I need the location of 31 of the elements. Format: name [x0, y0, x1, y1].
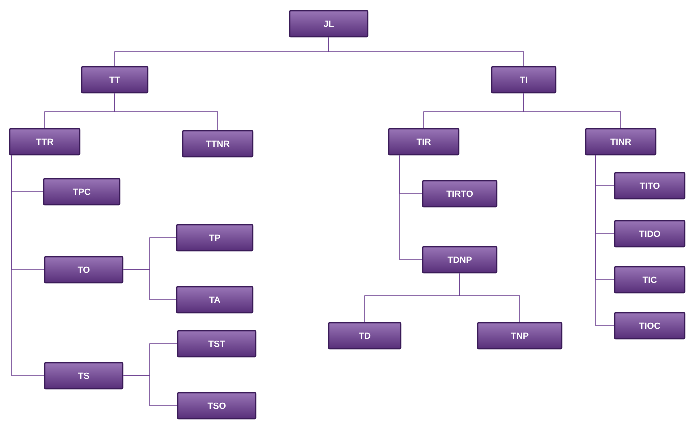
process-box: TT [81, 66, 149, 94]
process-box: TST [177, 330, 257, 358]
process-box: TIC [614, 266, 686, 294]
process-box: TDNP [422, 246, 498, 274]
connector-line [328, 37, 524, 67]
process-box: TIR [388, 128, 460, 156]
process-box: TTR [9, 128, 81, 156]
connector-line [114, 93, 218, 131]
process-box: TI [491, 66, 557, 94]
process-box: TIDO [614, 220, 686, 248]
process-box: TIRTO [422, 180, 498, 208]
connector-line [460, 273, 520, 323]
process-box: TD [328, 322, 402, 350]
process-box: TP [176, 224, 254, 252]
process-box: TITO [614, 172, 686, 200]
process-box: TO [44, 256, 124, 284]
process-box: TS [44, 362, 124, 390]
process-box: TNP [477, 322, 563, 350]
connector-line [596, 155, 615, 326]
connector-line [12, 155, 45, 376]
process-box: TTNR [182, 130, 254, 158]
process-box: JL [289, 10, 369, 38]
process-box: TIOC [614, 312, 686, 340]
connector-line [123, 270, 177, 300]
process-box: TA [176, 286, 254, 314]
connector-line [524, 93, 622, 129]
process-box: TPC [43, 178, 121, 206]
process-box: TINR [585, 128, 657, 156]
process-box: TSO [177, 392, 257, 420]
connector-line [400, 155, 423, 260]
connector-line [123, 376, 178, 406]
